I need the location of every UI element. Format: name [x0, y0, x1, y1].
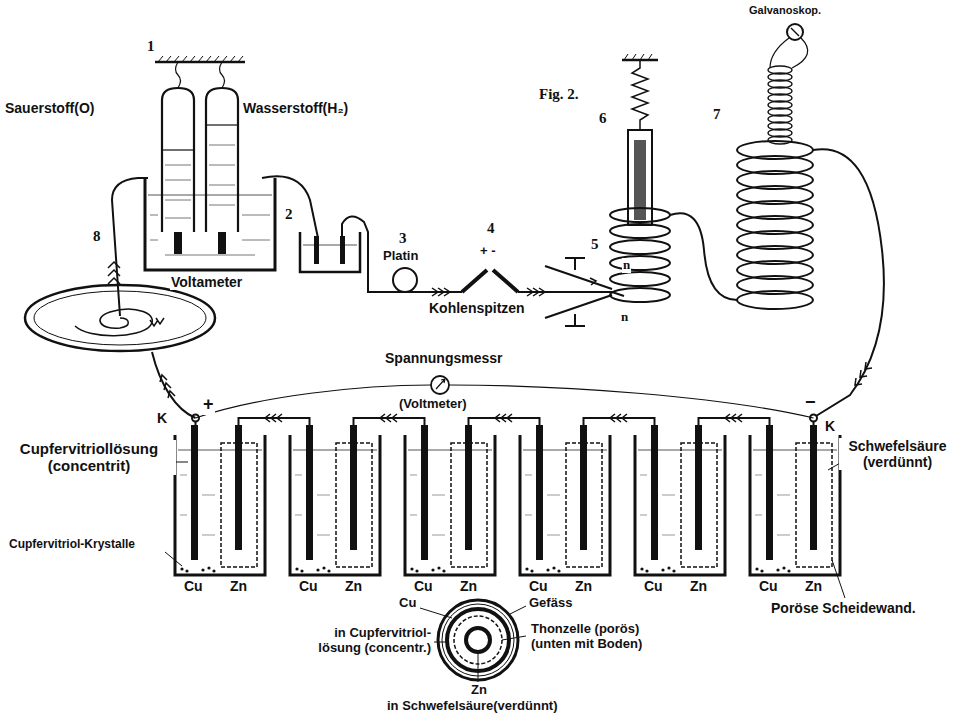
- callout-number: 2: [284, 206, 294, 223]
- part-label: Platin: [382, 249, 419, 264]
- electrode-label: Zn: [689, 578, 708, 594]
- battery-cells: [175, 425, 840, 575]
- callout-number: 1: [146, 38, 156, 55]
- gas-label: Sauerstoff(O): [4, 100, 95, 116]
- callout-number: 7: [712, 106, 722, 123]
- switch-label: n: [620, 310, 629, 325]
- electrolyte-label: Cupfervitriollösung (concentrit): [2, 440, 176, 475]
- switch-label: n: [622, 258, 631, 273]
- distributor-disc: [25, 285, 215, 351]
- electrolyte-label: Schwefelsäure (verdünnt): [839, 438, 956, 470]
- electrolyte-label: in Cupfervitriol- lösung (concentr.): [290, 626, 432, 656]
- magnet-coil: [610, 54, 670, 302]
- terminals: [192, 415, 817, 422]
- electrolytic-cell: [300, 232, 360, 272]
- electrode-label: Cu: [398, 596, 417, 611]
- electrolyte-label: in Schwefelsäure(verdünnt): [386, 699, 558, 714]
- voltmeter-symbol: [196, 376, 814, 418]
- electrode-label: Zn: [804, 578, 823, 594]
- terminal-label: K: [156, 410, 168, 426]
- induction-coil: [737, 24, 813, 309]
- part-label: Kohlenspitzen: [428, 300, 526, 316]
- part-label: Galvanoskop.: [748, 4, 822, 17]
- part-label: (Voltmeter): [398, 397, 468, 412]
- part-label: Gefäss: [528, 596, 573, 611]
- polarity-sign: + -: [479, 244, 497, 259]
- polarity-sign: +: [202, 394, 215, 415]
- polarity-sign: −: [804, 392, 817, 413]
- platinum-wire: [393, 268, 417, 292]
- electrode-label: Cu: [183, 578, 204, 594]
- main-wires: [108, 149, 884, 418]
- electrode-label: Zn: [459, 578, 478, 594]
- callout-number: 5: [590, 236, 600, 253]
- gas-label: Wasserstoff(H₂): [242, 100, 349, 116]
- part-label: Thonzelle (porös) (unten mit Boden): [530, 622, 682, 652]
- callout-number: 4: [486, 220, 496, 237]
- electrode-label: Zn: [574, 578, 593, 594]
- leader-lines: [165, 462, 845, 682]
- callout-number: 3: [398, 230, 408, 247]
- cell-wires: [196, 414, 814, 425]
- callout-number: 6: [598, 110, 608, 127]
- part-label: Cupfervitriol-Krystalle: [8, 538, 136, 552]
- callout-number: 8: [92, 228, 102, 245]
- part-label: Poröse Scheidewand.: [770, 600, 917, 616]
- part-label: Voltameter: [170, 274, 243, 290]
- electrode-label: Zn: [229, 578, 248, 594]
- electrode-label: Zn: [470, 683, 488, 698]
- voltameter: [145, 56, 275, 270]
- switch-symbol: [545, 258, 612, 326]
- terminal-label: K: [824, 418, 836, 434]
- electrode-label: Cu: [528, 578, 549, 594]
- figure-label: Fig. 2.: [538, 86, 580, 103]
- part-label: Spannungsmessr: [384, 350, 503, 366]
- electrode-label: Cu: [758, 578, 779, 594]
- electrode-label: Zn: [344, 578, 363, 594]
- electrode-label: Cu: [643, 578, 664, 594]
- cell-cross-section: [438, 600, 518, 680]
- electrode-label: Cu: [298, 578, 319, 594]
- electrode-label: Cu: [413, 578, 434, 594]
- carbon-tips: [462, 270, 518, 292]
